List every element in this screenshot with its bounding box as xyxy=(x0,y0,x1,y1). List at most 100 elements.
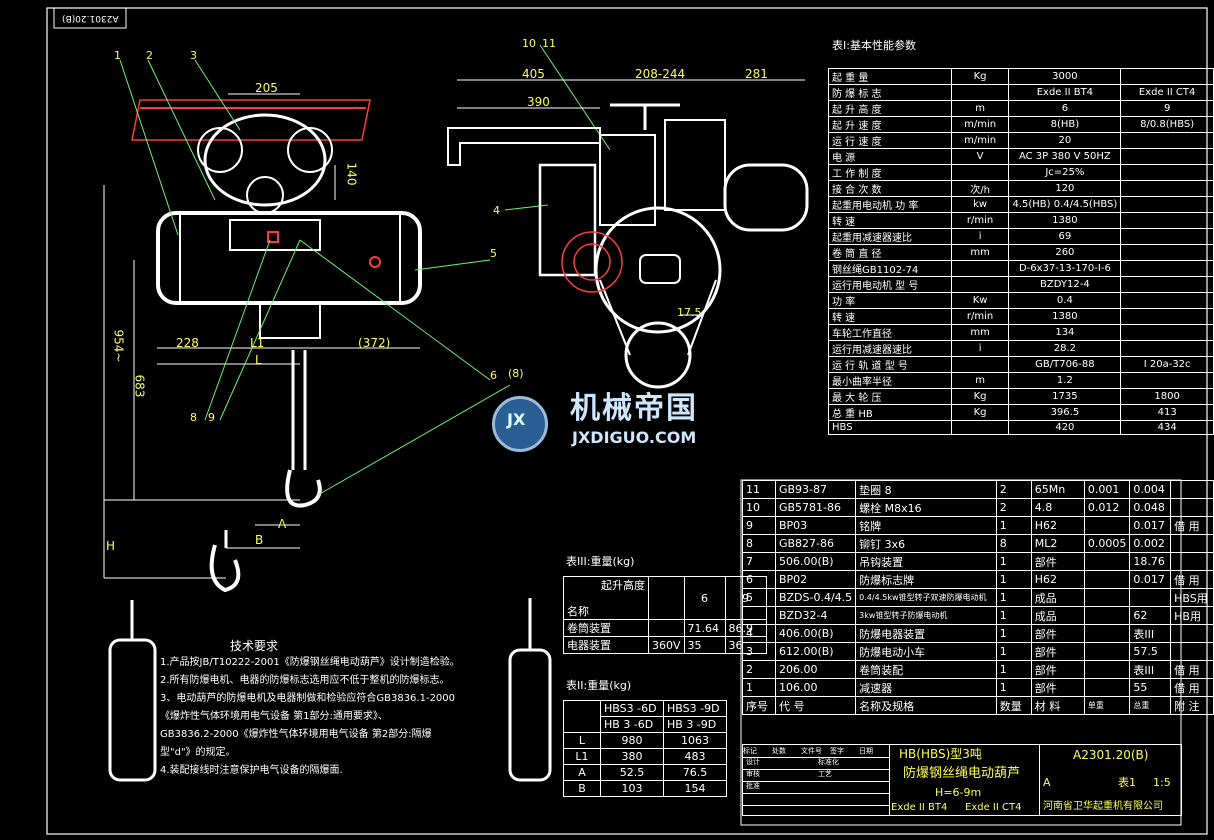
table2-col-b: HBS3 -9D xyxy=(663,700,727,717)
table1-cell xyxy=(1120,244,1214,261)
bom-cell: 铆钉 3x6 xyxy=(855,534,997,553)
table1-cell: kw xyxy=(950,196,1010,213)
table1-cell: 起 重 量 xyxy=(828,68,952,85)
table3-cell xyxy=(648,619,685,637)
table1-cell: 9 xyxy=(1120,100,1214,117)
note-line: 4.装配接线时注意保护电气设备的隔爆面. xyxy=(160,765,343,776)
table3-cell: 86.9 xyxy=(724,619,767,637)
table1-cell: Kg xyxy=(950,404,1010,421)
stamp-label: 处数 xyxy=(772,747,786,755)
bom-header: 序号代 号名称及规格数量材 料单重总重附 注 xyxy=(742,696,1214,715)
bom-cell: 垫圈 8 xyxy=(855,480,997,499)
table1-cell: 起 升 速 度 xyxy=(828,116,952,133)
bom-cell: 0.048 xyxy=(1129,498,1172,517)
bom-cell xyxy=(1083,606,1131,625)
table2-col2-a: HB 3 -6D xyxy=(600,716,664,733)
bom-cell: 1 xyxy=(742,678,776,697)
corner-tag-box xyxy=(53,7,127,29)
bom-cell: 62 xyxy=(1129,606,1172,625)
table1-cell: D-6x37-13-170-I-6 xyxy=(1008,260,1122,277)
stamp-label: 设计 xyxy=(746,758,760,766)
bom-cell: 0.001 xyxy=(1083,480,1131,499)
bom-cell: 1 xyxy=(995,552,1032,571)
table1-cell xyxy=(1120,308,1214,325)
bom-header-cell: 序号 xyxy=(742,696,776,715)
table3: 起升高度 名称 6 9 卷筒装置 71.64 86.9 电器装置 360V 35… xyxy=(563,576,767,654)
table1-cell: 最小曲率半径 xyxy=(828,372,952,389)
table1-cell: Kg xyxy=(950,68,1010,85)
table1-cell: 接 合 次 数 xyxy=(828,180,952,197)
table1-cell xyxy=(950,420,1010,435)
table1-cell: m/min xyxy=(950,132,1010,149)
table1-cell: Kg xyxy=(950,388,1010,405)
bom-cell: 2 xyxy=(995,480,1032,499)
bom-cell: 成品 xyxy=(1030,606,1085,625)
table1-cell: Exde II BT4 xyxy=(1008,84,1122,101)
table3-col-9: 9 xyxy=(724,576,767,620)
table1-cell: 6 xyxy=(1008,100,1122,117)
balloon-8-paren: (8) xyxy=(508,367,524,380)
table1-cell: GB/T706-88 xyxy=(1008,356,1122,373)
bom-cell: H62 xyxy=(1030,570,1085,589)
bom-cell: 0.4/4.5kw锥型转子双速防爆电动机 xyxy=(855,588,997,607)
front-dimensions xyxy=(103,93,420,579)
table1-cell: HBS xyxy=(828,420,952,435)
table1-cell: 434 xyxy=(1120,420,1214,435)
bom-cell: 1 xyxy=(995,660,1032,679)
grade: A xyxy=(1043,776,1051,789)
balloon-2: 2 xyxy=(146,49,153,62)
title-block: 标记处数文件号签字日期设计标准化审核工艺批准 HB(HBS)型3吨 防爆钢丝绳电… xyxy=(742,744,1182,816)
bom-cell: ML2 xyxy=(1030,534,1085,553)
table1-cell: 总 重 HB xyxy=(828,404,952,421)
bom-cell: 0.004 xyxy=(1129,480,1172,499)
balloon-1: 1 xyxy=(114,49,121,62)
table1-cell: 420 xyxy=(1008,420,1122,435)
bom-cell: 406.00(B) xyxy=(774,624,857,643)
bom-cell xyxy=(1083,642,1131,661)
table1-cell xyxy=(1120,292,1214,309)
dim-140: 140 xyxy=(344,162,359,186)
dim-208-244: 208-244 xyxy=(635,67,686,81)
table3-cell: 360V xyxy=(648,636,685,654)
table1-cell: 413 xyxy=(1120,404,1214,421)
table1-cell xyxy=(1120,372,1214,389)
dim-372: (372) xyxy=(358,336,391,350)
table1-cell: 69 xyxy=(1008,228,1122,245)
bom-cell: 部件 xyxy=(1030,678,1085,697)
table2-cell: 1063 xyxy=(663,732,727,749)
bom-cell: 借 用 xyxy=(1170,570,1214,589)
table2-cell: B xyxy=(563,780,601,797)
table-row: 电器装置 360V 35 36 xyxy=(563,636,767,654)
table3-head-b: 名称 xyxy=(567,605,589,618)
bom-cell xyxy=(1170,480,1214,499)
bom-cell: 10 xyxy=(742,498,776,517)
note-line: 型"d"》的规定。 xyxy=(160,747,236,758)
table1-cell: 功 率 xyxy=(828,292,952,309)
table1-cell: mm xyxy=(950,244,1010,261)
table1-cell: 4.5(HB) 0.4/4.5(HBS) xyxy=(1008,196,1122,213)
bom-cell: GB5781-86 xyxy=(774,498,857,517)
balloon-9: 9 xyxy=(208,411,215,424)
bom-cell: 2 xyxy=(742,660,776,679)
bom-header-cell: 数量 xyxy=(995,696,1032,715)
table1-cell: 3000 xyxy=(1008,68,1122,85)
watermark-logo-text: JX xyxy=(507,410,526,429)
balloon-10: 10 xyxy=(522,37,536,50)
table1-cell xyxy=(1120,148,1214,165)
stamp-label: 标准化 xyxy=(818,758,839,766)
bom-cell: 1 xyxy=(995,570,1032,589)
balloon-3: 3 xyxy=(190,49,197,62)
table3-cell: 35 xyxy=(683,636,726,654)
drawing-number: A2301.20(B) xyxy=(1073,748,1149,762)
table2-cell: 52.5 xyxy=(600,764,664,781)
dim-17-5: 17.5 xyxy=(677,306,702,319)
table1-cell: 转 速 xyxy=(828,212,952,229)
